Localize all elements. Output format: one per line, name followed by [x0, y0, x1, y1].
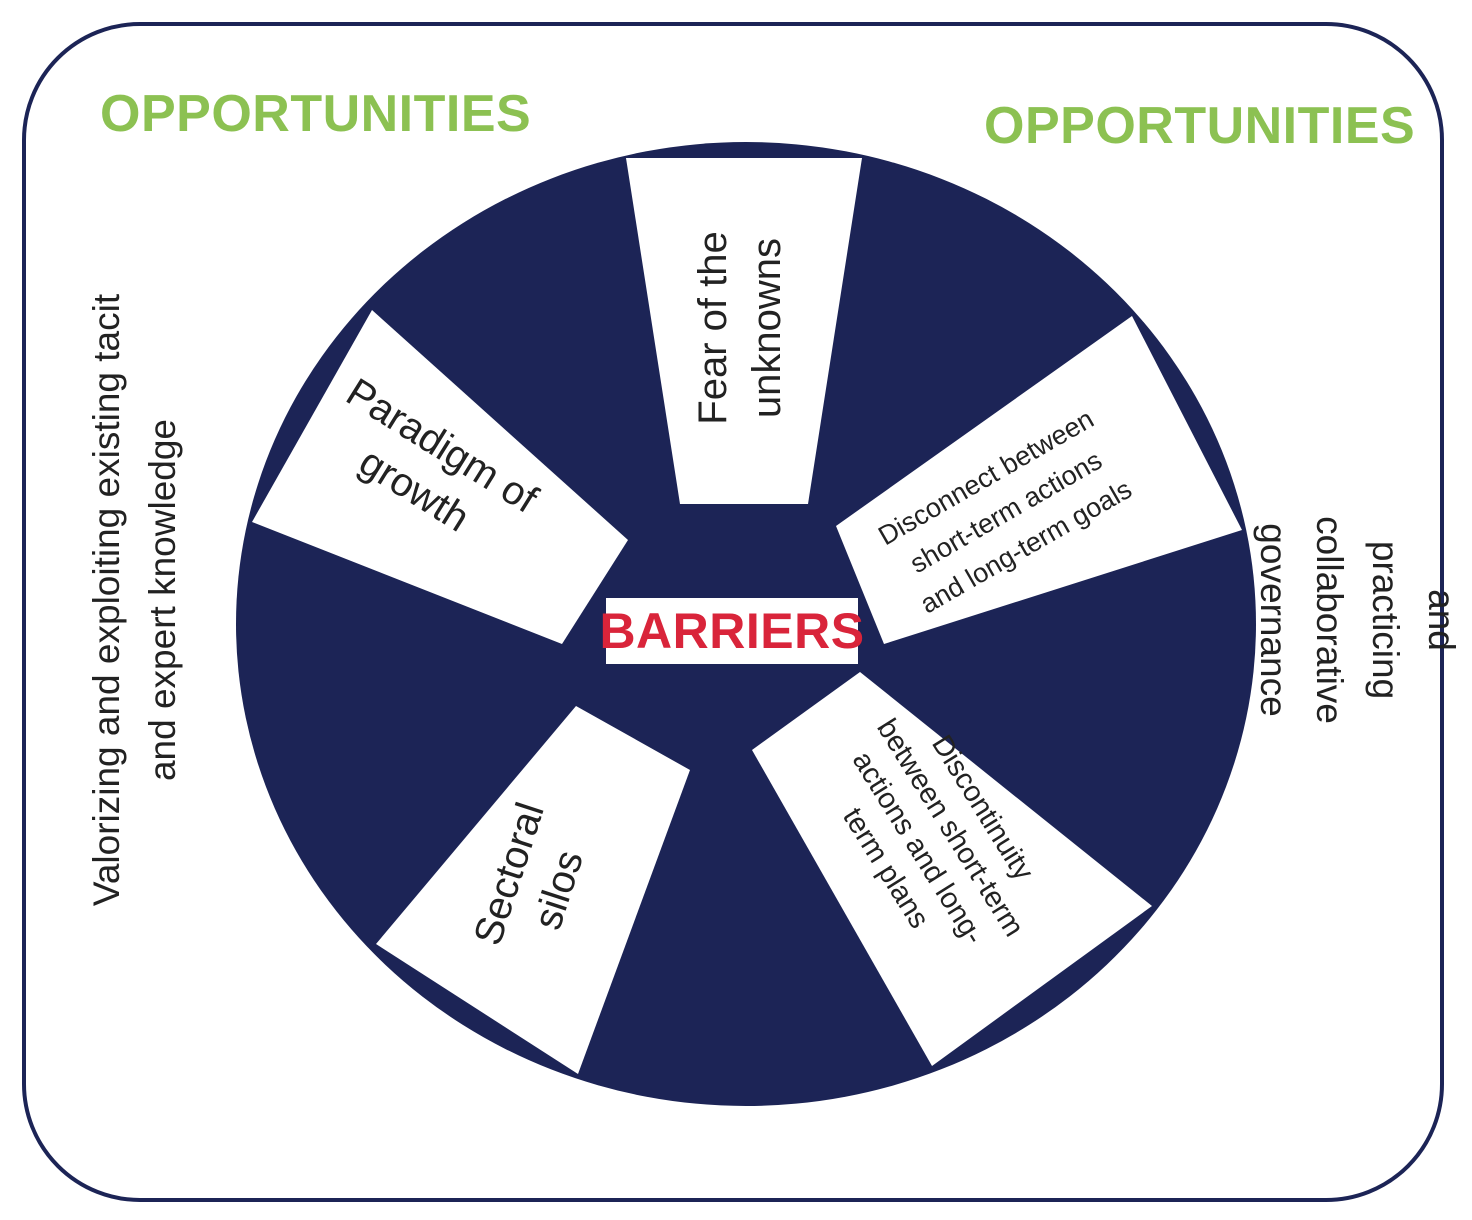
barrier-slot-sectoral	[376, 706, 690, 1074]
opportunities-heading-right: OPPORTUNITIES	[984, 97, 1416, 155]
outer-frame	[22, 22, 1444, 1202]
barrier-slot-disconnect	[836, 316, 1242, 644]
barrier-slot-discontinuity	[752, 672, 1152, 1066]
barrier-slot-fear	[626, 158, 862, 504]
barrier-fear-of-unknowns: Fear of the unknowns	[691, 231, 789, 425]
opportunities-heading-left: OPPORTUNITIES	[100, 85, 532, 143]
barriers-center-label: BARRIERS	[599, 598, 864, 664]
barrier-slot-paradigm	[252, 310, 628, 644]
